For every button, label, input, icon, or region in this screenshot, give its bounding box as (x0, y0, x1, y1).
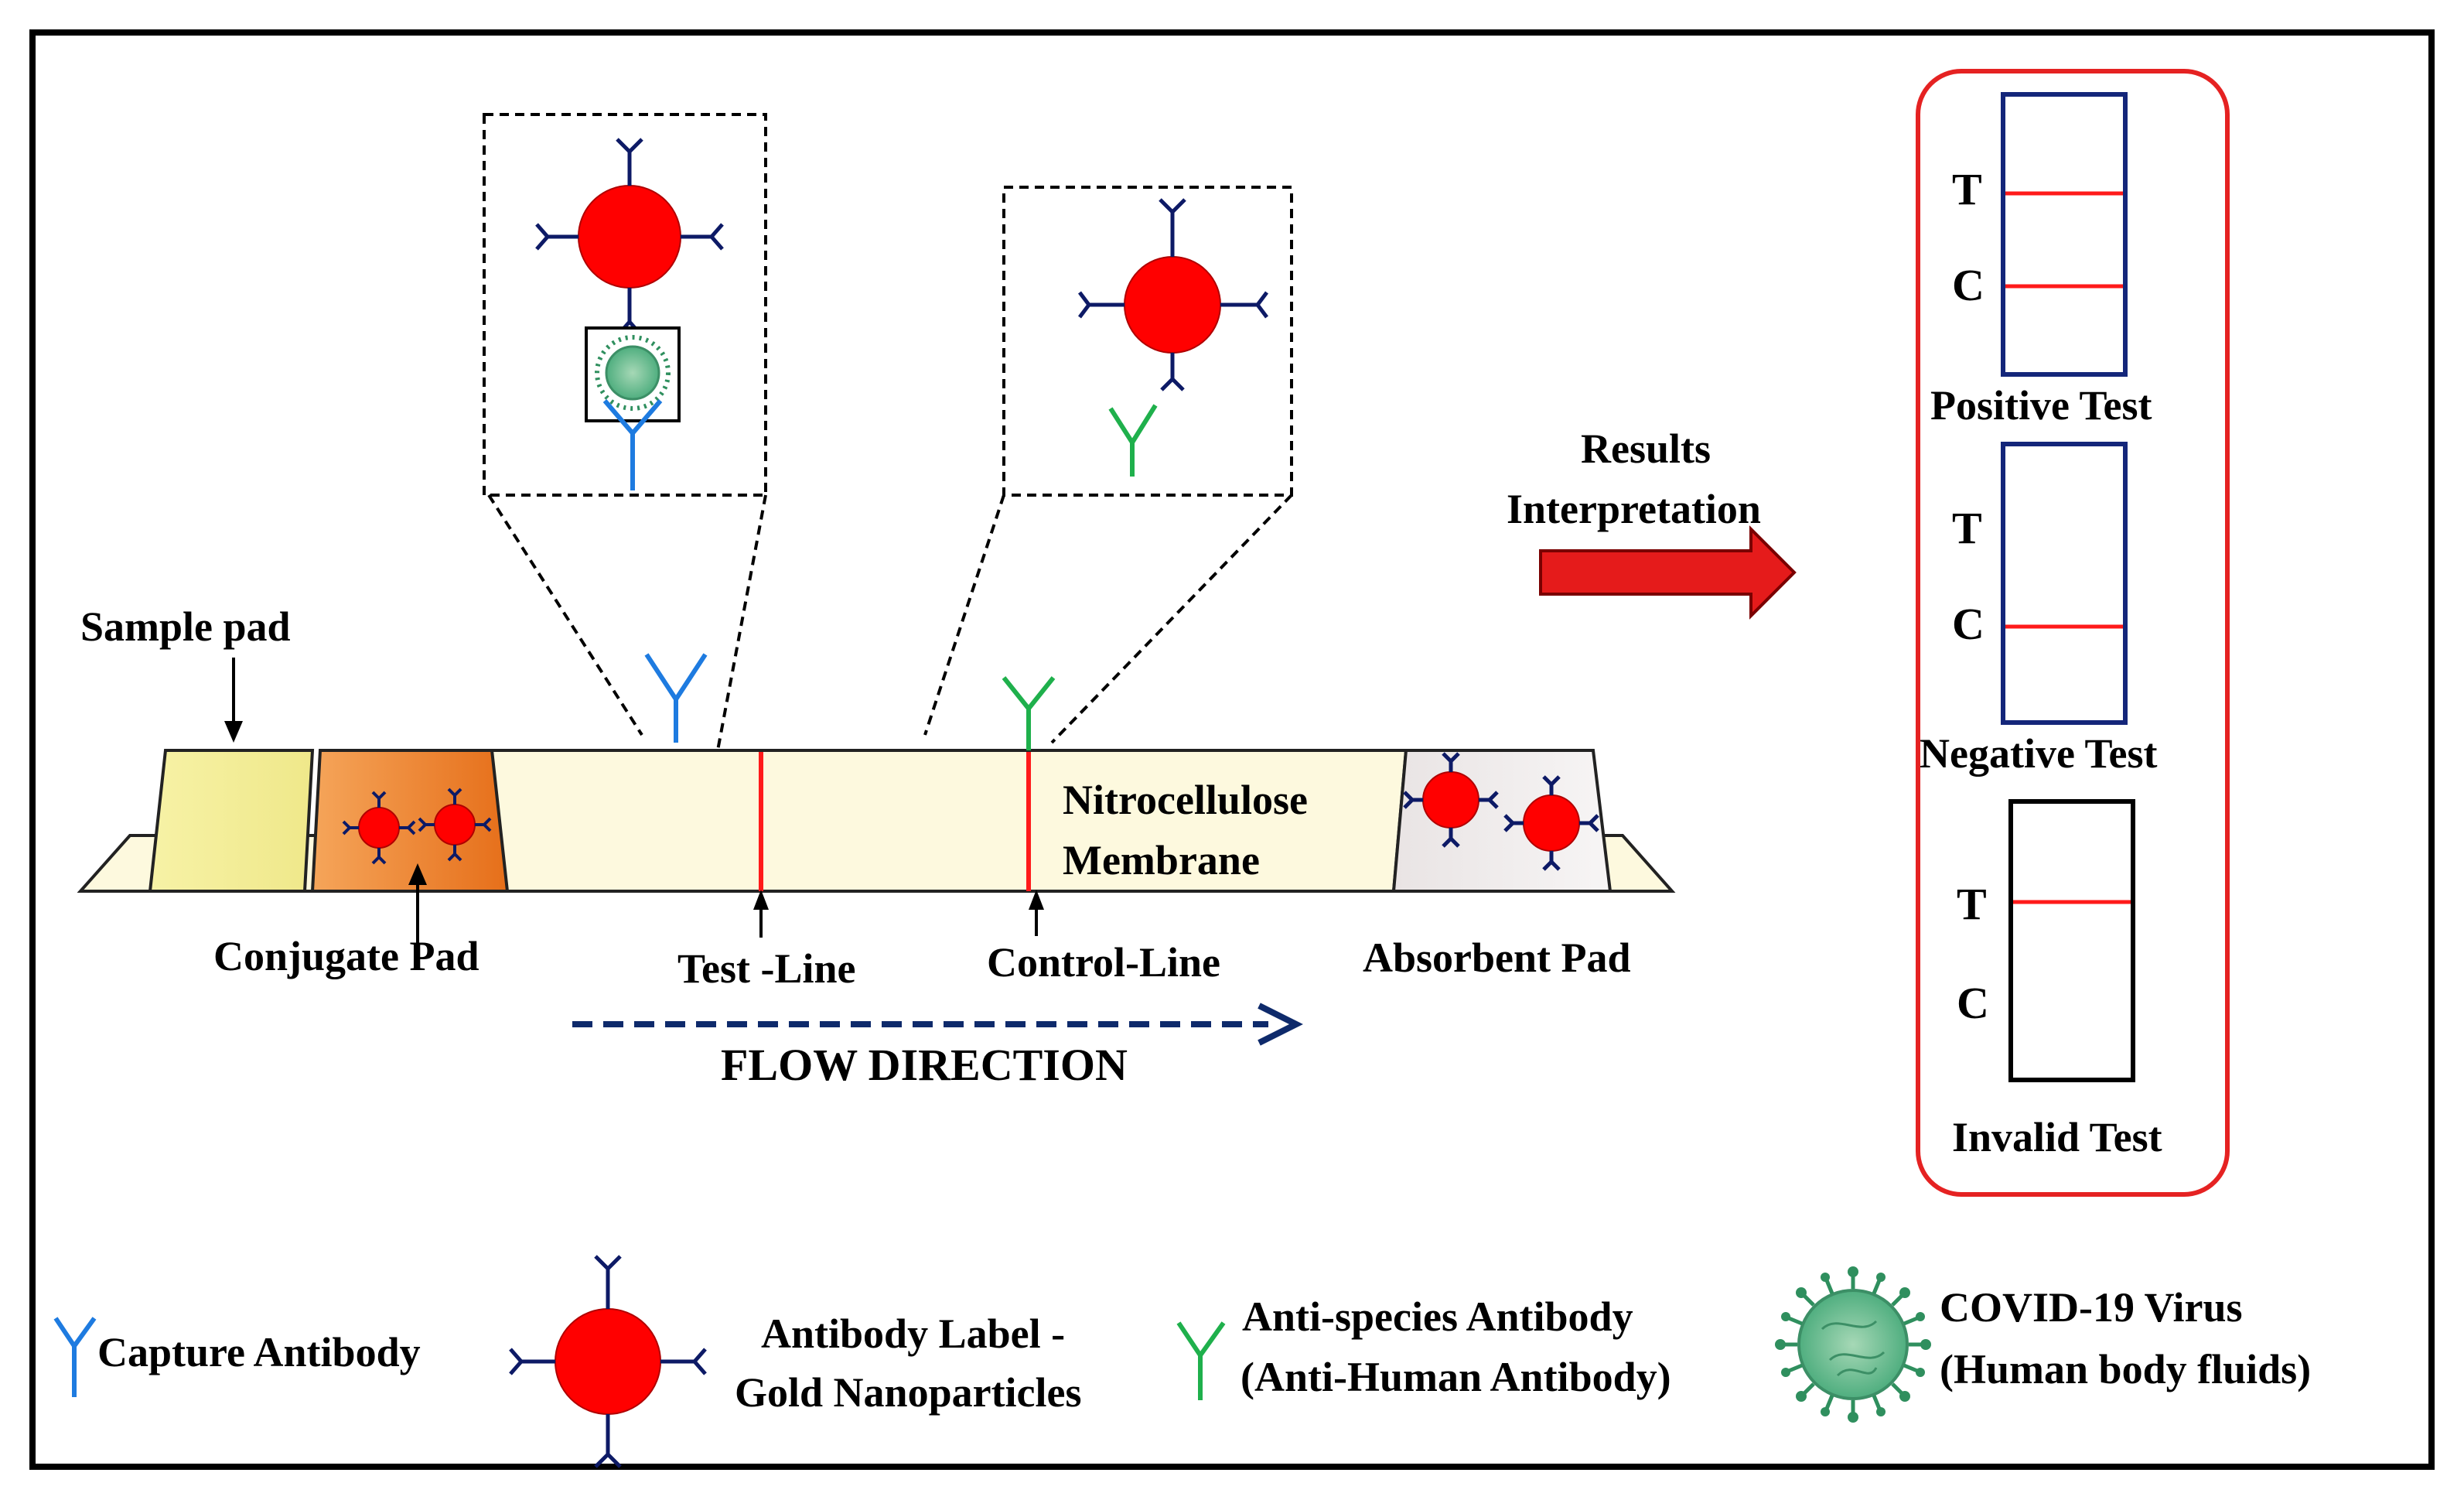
zoom-line (923, 494, 1005, 736)
negative-result-card: T C Negative Test (1920, 442, 2157, 777)
negative-test-label: Negative Test (1920, 730, 2157, 777)
legend-virus-line2: (Human body fluids) (1940, 1346, 2311, 1392)
conjugate-gold-particle (342, 791, 416, 865)
legend-capture-antibody: Capture Antibody (97, 1329, 421, 1375)
negative-t-label: T (1952, 503, 1982, 553)
capture-antibody-icon (53, 1317, 97, 1397)
zoom-line (1050, 494, 1293, 744)
conjugate-pad-label: Conjugate Pad (213, 933, 479, 979)
absorbent-gold-particle (1503, 775, 1599, 871)
conjugate-pad-pointer-head (408, 863, 427, 885)
anti-species-antibody-icon (1002, 676, 1056, 750)
legend-gold-label-line2: Gold Nanoparticles (735, 1369, 1082, 1416)
conjugate-gold-particle (418, 788, 492, 862)
absorbent-pad-label: Absorbent Pad (1363, 935, 1631, 981)
results-label-line1: Results (1581, 425, 1711, 472)
test-line-label: Test -Line (677, 945, 856, 992)
conjugate-pad (310, 749, 510, 893)
negative-strip (2001, 442, 2128, 725)
positive-test-label: Positive Test (1930, 382, 2152, 429)
control-line-pointer-head (1029, 890, 1044, 910)
flow-direction-label: FLOW DIRECTION (721, 1040, 1128, 1090)
sample-pad (148, 749, 315, 893)
legend-anti-species-line1: Anti-species Antibody (1242, 1293, 1633, 1340)
capture-antibody-icon (644, 653, 708, 743)
membrane-label-line2: Membrane (1063, 837, 1260, 883)
gold-nanoparticle-icon (1078, 198, 1268, 391)
legend-anti-species-line2: (Anti-Human Antibody) (1241, 1354, 1671, 1400)
positive-strip (2001, 92, 2128, 377)
invalid-test-label: Invalid Test (1952, 1114, 2162, 1160)
covid-virus-icon (1775, 1266, 1931, 1423)
test-line-pointer-head (753, 890, 769, 910)
negative-c-label: C (1952, 599, 1985, 649)
anti-species-antibody-icon (1108, 404, 1158, 477)
legend-virus-line1: COVID-19 Virus (1940, 1284, 2243, 1331)
positive-result-card: T C Positive Test (1930, 92, 2152, 429)
flow-arrow-head (1258, 1003, 1303, 1046)
invalid-c-label: C (1957, 978, 1989, 1028)
absorbent-gold-particle (1403, 752, 1499, 848)
zoom-line (487, 494, 643, 736)
invalid-strip (2008, 799, 2135, 1082)
legend-gold-label-line1: Antibody Label - (761, 1310, 1065, 1357)
test-line-zoom-inset (483, 113, 767, 751)
invalid-t-label: T (1957, 879, 1987, 929)
results-label-line2: Interpretation (1507, 486, 1761, 532)
test-strip (77, 653, 1676, 893)
invalid-result-card: T C Invalid Test (1952, 799, 2162, 1160)
gold-nanoparticle-icon (509, 1255, 707, 1468)
legend: Capture Antibody Antibody Label - Gold N… (53, 1255, 2311, 1468)
sample-pad-label: Sample pad (80, 603, 291, 650)
results-arrow (1539, 525, 1797, 620)
anti-species-antibody-icon (1176, 1321, 1226, 1400)
control-line-zoom-inset (923, 186, 1293, 744)
sample-pad-pointer-head (224, 721, 243, 743)
capture-antibody-icon (602, 399, 663, 490)
virus-icon (595, 335, 671, 411)
zoom-line (716, 494, 767, 751)
membrane-label-line1: Nitrocellulose (1063, 777, 1308, 823)
control-line-label: Control-Line (987, 939, 1220, 986)
positive-t-label: T (1952, 164, 1982, 214)
positive-c-label: C (1952, 260, 1985, 310)
